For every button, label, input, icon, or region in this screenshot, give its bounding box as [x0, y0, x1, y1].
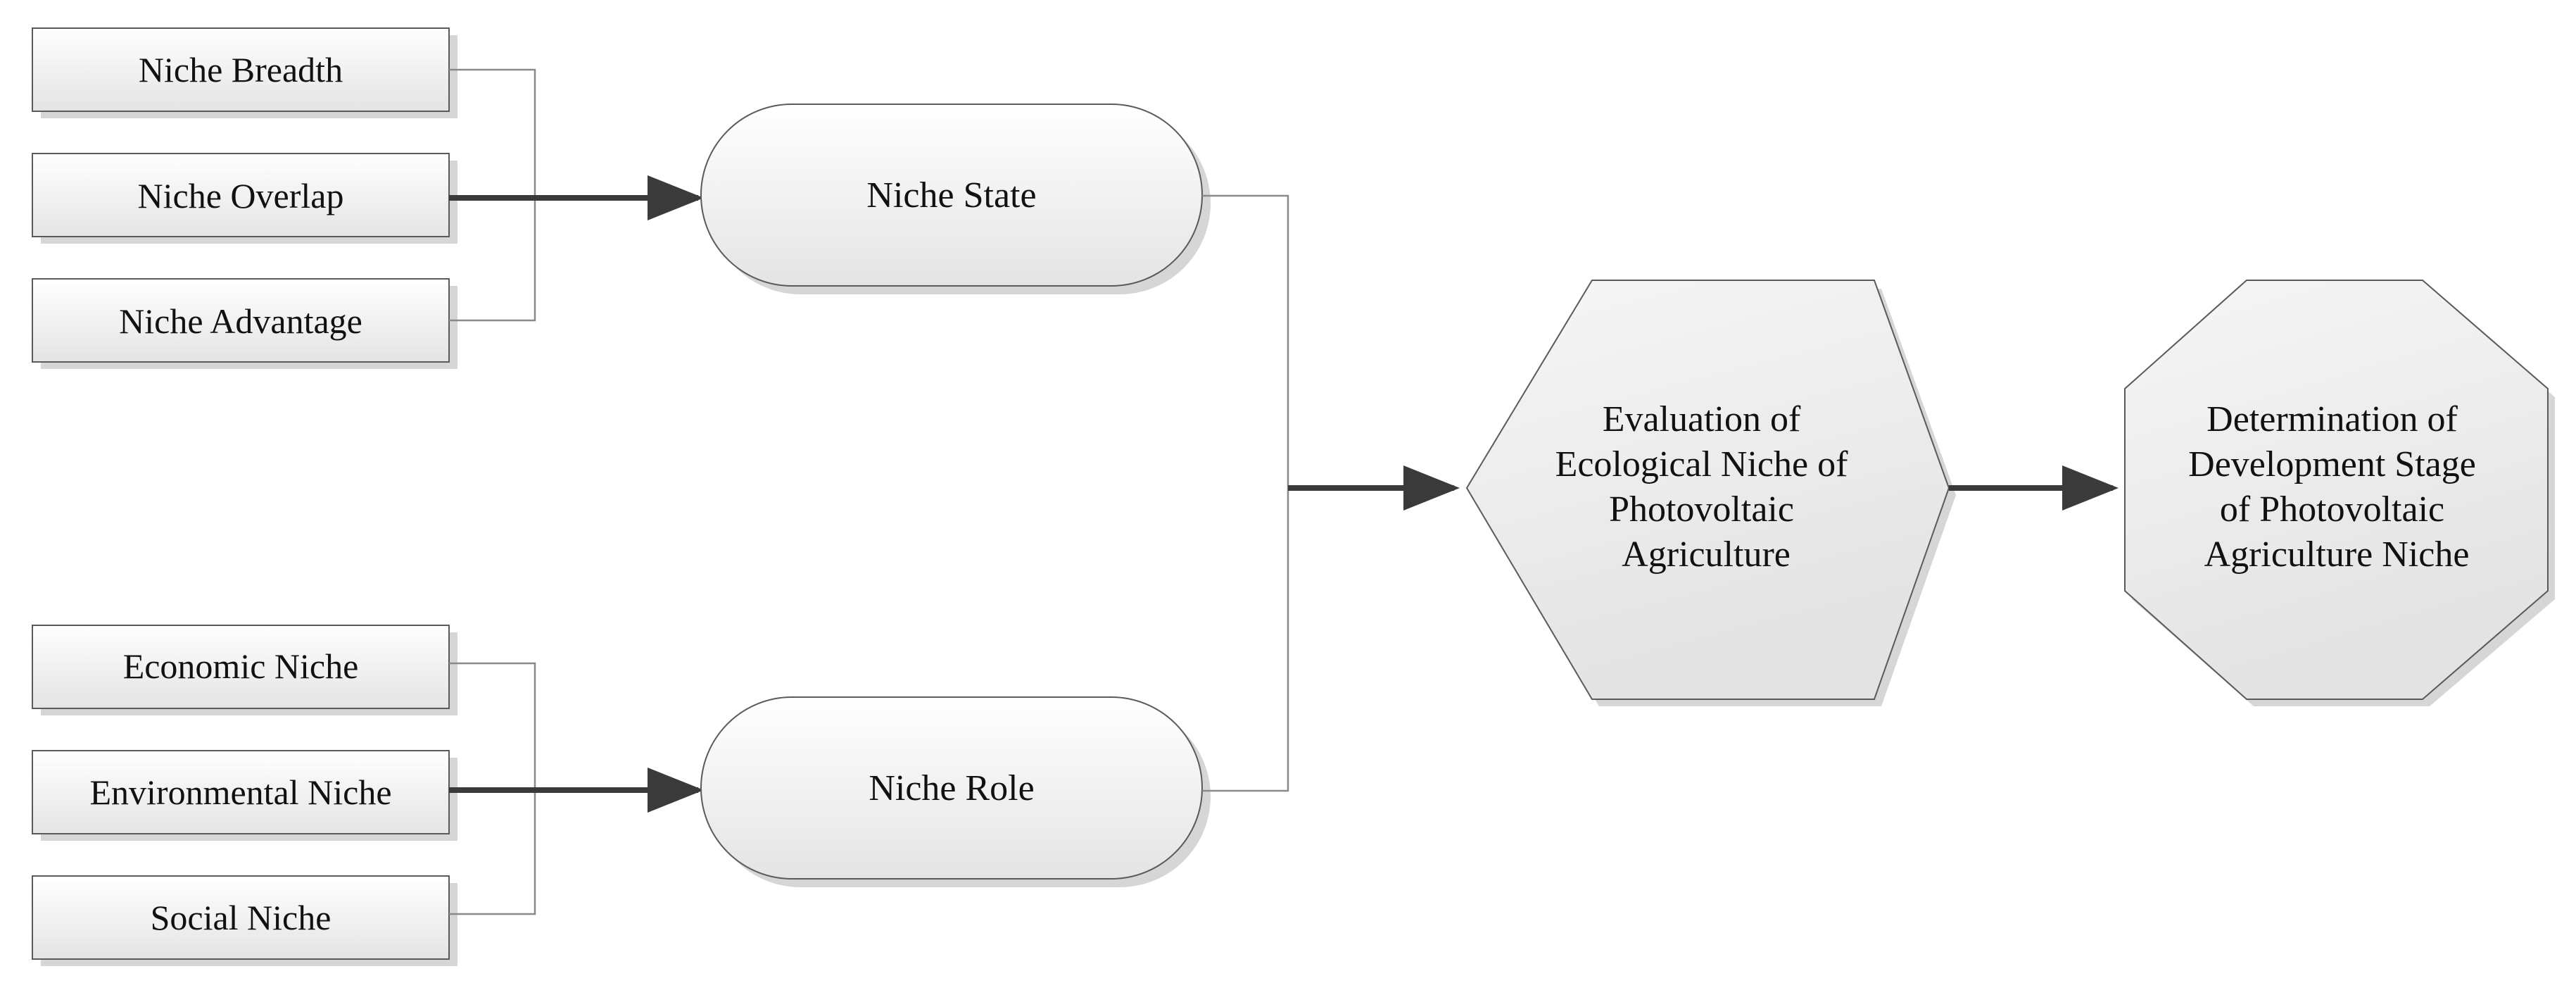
side-item-box-economic-niche: Economic Niche — [32, 625, 457, 715]
evaluation-label: Evaluation of Ecological Niche of Photov… — [1555, 399, 1857, 575]
merge-connector — [1202, 194, 1289, 792]
side-item-box-environmental-niche: Environmental Niche — [32, 750, 457, 841]
side-item-label: Environmental Niche — [89, 772, 391, 812]
niche-state-label: Niche State — [866, 175, 1036, 215]
evaluation-label-line: Ecological Niche of — [1555, 444, 1849, 484]
evaluation-label-line: Agriculture — [1622, 534, 1791, 575]
niche-state-node: Niche State — [700, 104, 1211, 294]
determination-label-line: of Photovoltaic — [2220, 489, 2444, 530]
evaluation-label-line: Evaluation of — [1603, 399, 1801, 439]
side-item-box-niche-breadth: Niche Breadth — [32, 27, 457, 118]
niche-role-node: Niche Role — [700, 696, 1211, 887]
side-item-label: Economic Niche — [123, 646, 359, 686]
side-item-box-social-niche: Social Niche — [32, 875, 457, 966]
determination-label-line: Agriculture Niche — [2204, 534, 2470, 575]
side-item-box-niche-overlap: Niche Overlap — [32, 153, 457, 244]
niche-role-label: Niche Role — [869, 768, 1034, 808]
side-item-label: Social Niche — [151, 898, 332, 937]
side-item-label: Niche Overlap — [138, 176, 344, 215]
evaluation-label-line: Photovoltaic — [1609, 489, 1794, 530]
evaluation-hexagon-node: Evaluation of Ecological Niche of Photov… — [1465, 280, 1956, 706]
side-item-label: Niche Breadth — [139, 50, 343, 89]
determination-label: Determination of Development Stage of Ph… — [2188, 399, 2485, 575]
determination-octagon-node: Determination of Development Stage of Ph… — [2124, 280, 2555, 706]
determination-label-line: Development Stage — [2188, 444, 2476, 484]
determination-label-line: Determination of — [2206, 399, 2458, 439]
side-item-box-niche-advantage: Niche Advantage — [32, 278, 457, 369]
side-item-label: Niche Advantage — [119, 301, 362, 341]
